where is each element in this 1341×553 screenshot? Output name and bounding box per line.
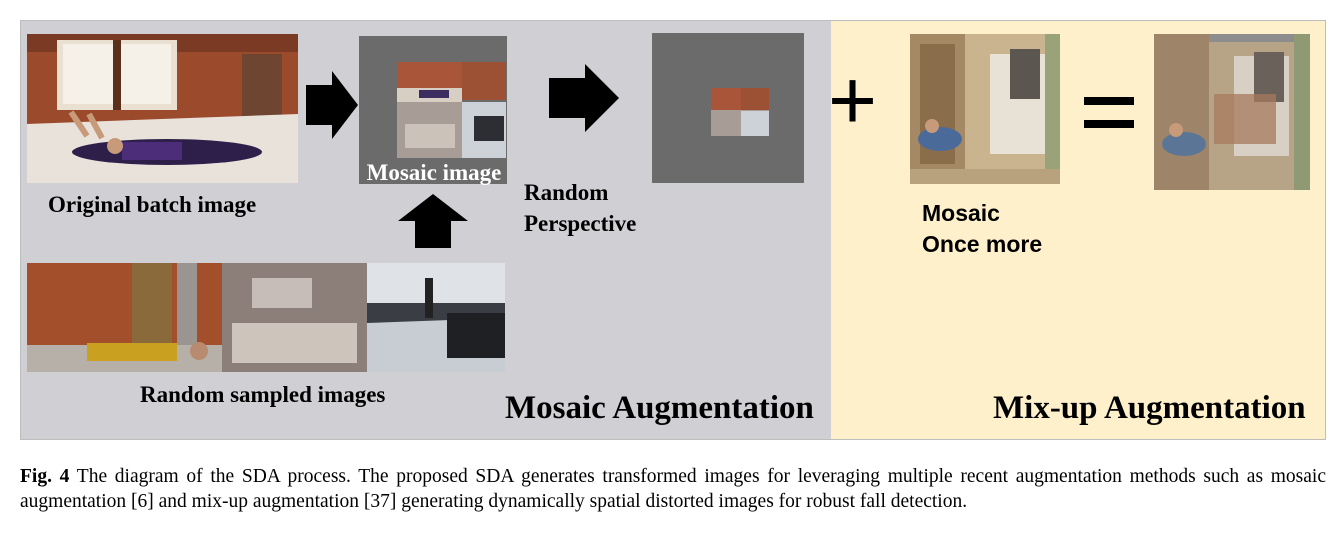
mosaic-augmentation-title: Mosaic Augmentation xyxy=(505,390,814,426)
mosaic-once-more-label: Mosaic Once more xyxy=(922,198,1042,260)
mosaic-once-more-photo xyxy=(910,34,1060,184)
random-perspective-line2: Perspective xyxy=(524,211,637,236)
mixup-result-photo xyxy=(1154,34,1310,190)
random-sampled-label: Random sampled images xyxy=(140,382,386,407)
caption-label: Fig. 4 xyxy=(20,466,70,487)
up-arrow-icon xyxy=(398,194,468,248)
right-arrow-icon xyxy=(549,64,619,132)
right-arrow-icon xyxy=(306,71,358,139)
random-sampled-photos xyxy=(27,263,505,372)
caption-text: The diagram of the SDA process. The prop… xyxy=(20,466,1326,512)
perspective-result-canvas xyxy=(652,33,804,183)
mosaic-image-canvas xyxy=(359,36,507,184)
mixup-augmentation-title: Mix-up Augmentation xyxy=(993,390,1306,426)
equals-bar-top xyxy=(1084,97,1134,105)
mosaic-image-label: Mosaic image xyxy=(366,160,502,185)
random-perspective-label: Random Perspective xyxy=(524,177,636,239)
figure-caption: Fig. 4 The diagram of the SDA process. T… xyxy=(20,464,1326,514)
original-batch-photo xyxy=(27,34,298,183)
plus-symbol: + xyxy=(828,53,878,147)
mosaic-once-line2: Once more xyxy=(922,231,1043,257)
random-perspective-line1: Random xyxy=(524,180,609,205)
original-batch-label: Original batch image xyxy=(48,192,257,217)
mosaic-once-line1: Mosaic xyxy=(922,200,1000,226)
figure-frame xyxy=(20,20,1326,440)
equals-bar-bottom xyxy=(1084,120,1134,128)
